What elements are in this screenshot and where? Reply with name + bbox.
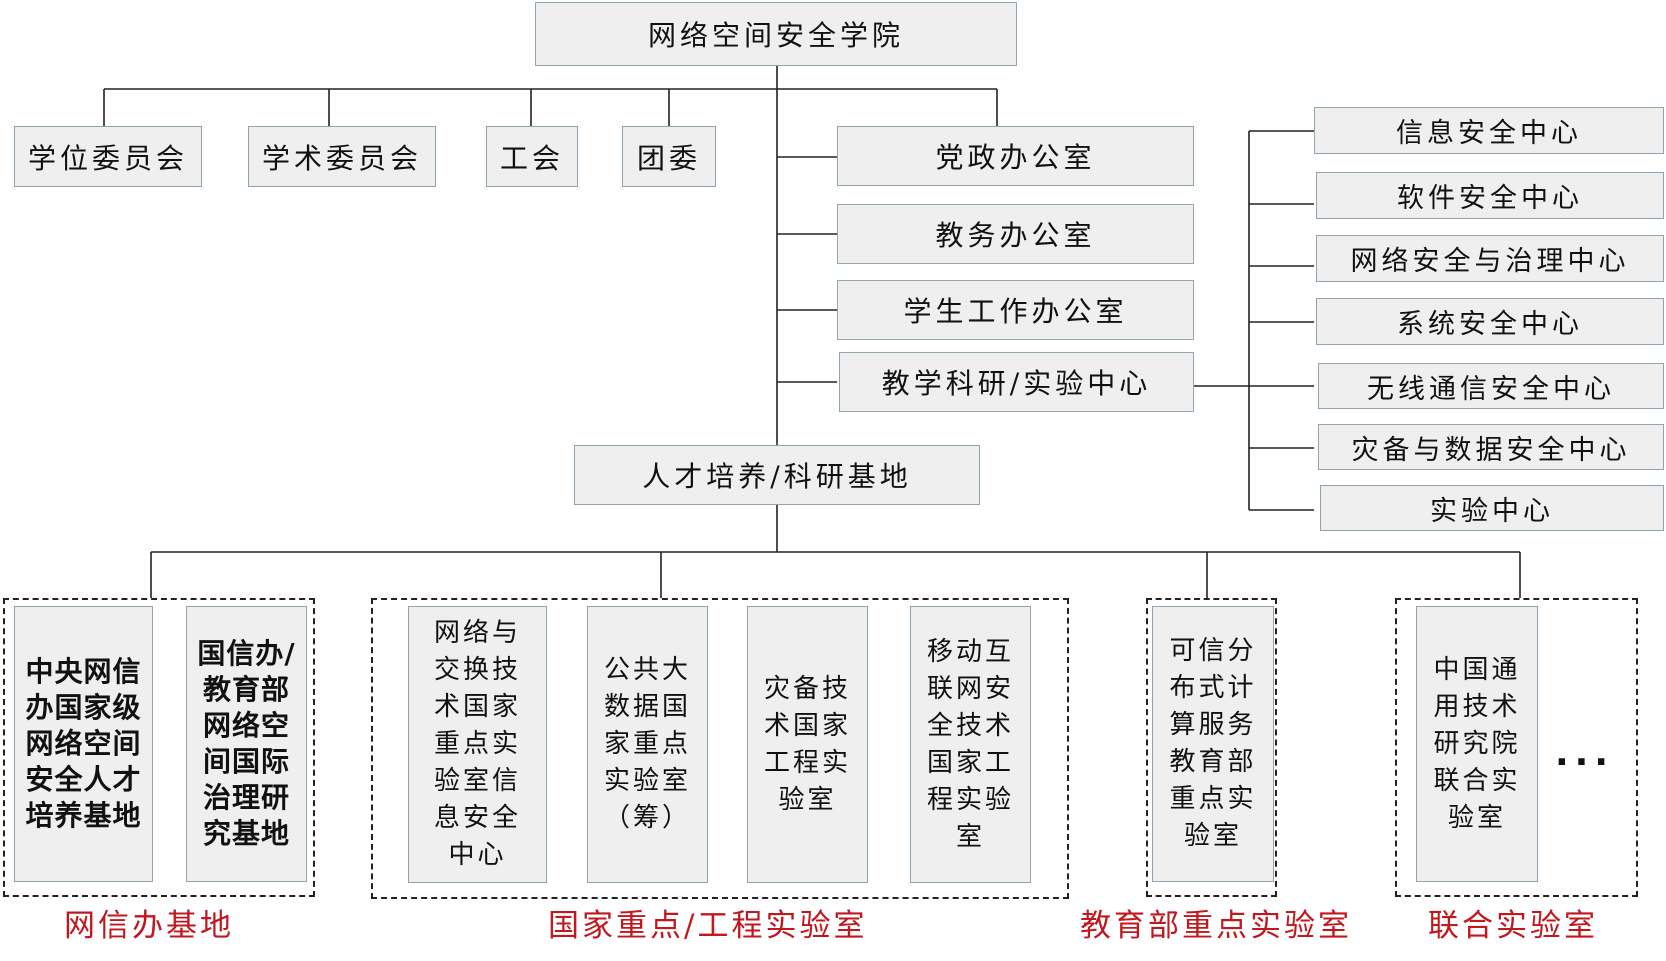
- caption-national-labs: 国家重点/工程实验室: [548, 908, 868, 944]
- national-lab-network-switching: 网络与交换技术国家重点实验室信息安全中心: [408, 606, 547, 883]
- joint-lab-cgt-research-institute: 中国通用技术研究院联合实验室: [1416, 606, 1538, 882]
- office-label: 教学科研/实验中心: [881, 367, 1152, 400]
- committee-label: 学术委员会: [261, 141, 422, 175]
- base-label: 人才培养/科研基地: [642, 460, 912, 493]
- group-national-frame: [371, 598, 1069, 899]
- center-label: 软件安全中心: [1397, 183, 1583, 214]
- committee-label: 学位委员会: [27, 141, 188, 175]
- group-moe-frame: [1146, 598, 1277, 897]
- national-lab-label: 灾备技术国家工程实验室: [763, 673, 851, 815]
- office-teaching-research-center: 教学科研/实验中心: [839, 352, 1194, 412]
- national-lab-mobile-internet-security: 移动互联网安全技术国家工程实验室: [910, 606, 1031, 883]
- national-lab-label: 网络与交换技术国家重点实验室信息安全中心: [433, 618, 521, 870]
- center-disaster-data-security: 灾备与数据安全中心: [1318, 424, 1664, 470]
- committee-academic: 学术委员会: [248, 126, 436, 187]
- moe-lab-label: 可信分布式计算服务教育部重点实验室: [1169, 636, 1257, 851]
- national-lab-disaster-backup: 灾备技术国家工程实验室: [747, 606, 868, 883]
- group-joint-frame: [1395, 598, 1638, 897]
- root-label: 网络空间安全学院: [647, 19, 904, 52]
- caption-moe-labs: 教育部重点实验室: [1080, 908, 1352, 944]
- cac-base-talent: 中央网信办国家级网络空间安全人才培养基地: [14, 606, 153, 882]
- center-label: 网络安全与治理中心: [1350, 246, 1630, 277]
- more-ellipsis: ...: [1555, 733, 1615, 774]
- committee-label: 团委: [636, 141, 701, 175]
- caption-cac-bases: 网信办基地: [64, 908, 234, 944]
- center-software-security: 软件安全中心: [1316, 172, 1664, 219]
- national-lab-public-big-data: 公共大数据国家重点实验室（筹）: [587, 606, 708, 883]
- center-label: 系统安全中心: [1397, 309, 1583, 340]
- center-information-security: 信息安全中心: [1314, 107, 1664, 154]
- center-label: 信息安全中心: [1396, 118, 1582, 149]
- center-label: 无线通信安全中心: [1367, 373, 1615, 405]
- root-box: 网络空间安全学院: [535, 2, 1017, 66]
- group-cac-frame: [3, 598, 315, 897]
- office-party-admin: 党政办公室: [837, 126, 1194, 186]
- joint-lab-label: 中国通用技术研究院联合实验室: [1433, 654, 1521, 833]
- center-wireless-security: 无线通信安全中心: [1318, 363, 1664, 409]
- office-label: 党政办公室: [935, 141, 1096, 174]
- office-label: 教务办公室: [935, 219, 1096, 252]
- committee-label: 工会: [499, 141, 564, 175]
- center-label: 灾备与数据安全中心: [1351, 434, 1631, 466]
- committee-degree: 学位委员会: [14, 126, 202, 187]
- national-lab-label: 公共大数据国家重点实验室（筹）: [603, 655, 691, 833]
- moe-lab-trusted-distributed-computing: 可信分布式计算服务教育部重点实验室: [1152, 606, 1274, 882]
- talent-research-base-box: 人才培养/科研基地: [574, 445, 980, 505]
- committee-youth-league: 团委: [622, 126, 716, 187]
- office-student-affairs: 学生工作办公室: [837, 280, 1194, 340]
- center-network-security-governance: 网络安全与治理中心: [1316, 235, 1664, 282]
- center-system-security: 系统安全中心: [1316, 298, 1664, 345]
- center-experiment: 实验中心: [1320, 485, 1664, 531]
- cac-base-governance: 国信办/教育部网络空间国际治理研究基地: [186, 606, 307, 882]
- national-lab-label: 移动互联网安全技术国家工程实验室: [926, 636, 1014, 852]
- caption-joint-labs: 联合实验室: [1428, 908, 1598, 944]
- cac-base-label: 国信办/教育部网络空间国际治理研究基地: [197, 637, 296, 850]
- office-academic-affairs: 教务办公室: [837, 204, 1194, 264]
- center-label: 实验中心: [1430, 495, 1554, 527]
- cac-base-label: 中央网信办国家级网络空间安全人才培养基地: [25, 655, 142, 832]
- committee-union: 工会: [486, 126, 578, 187]
- office-label: 学生工作办公室: [903, 295, 1128, 328]
